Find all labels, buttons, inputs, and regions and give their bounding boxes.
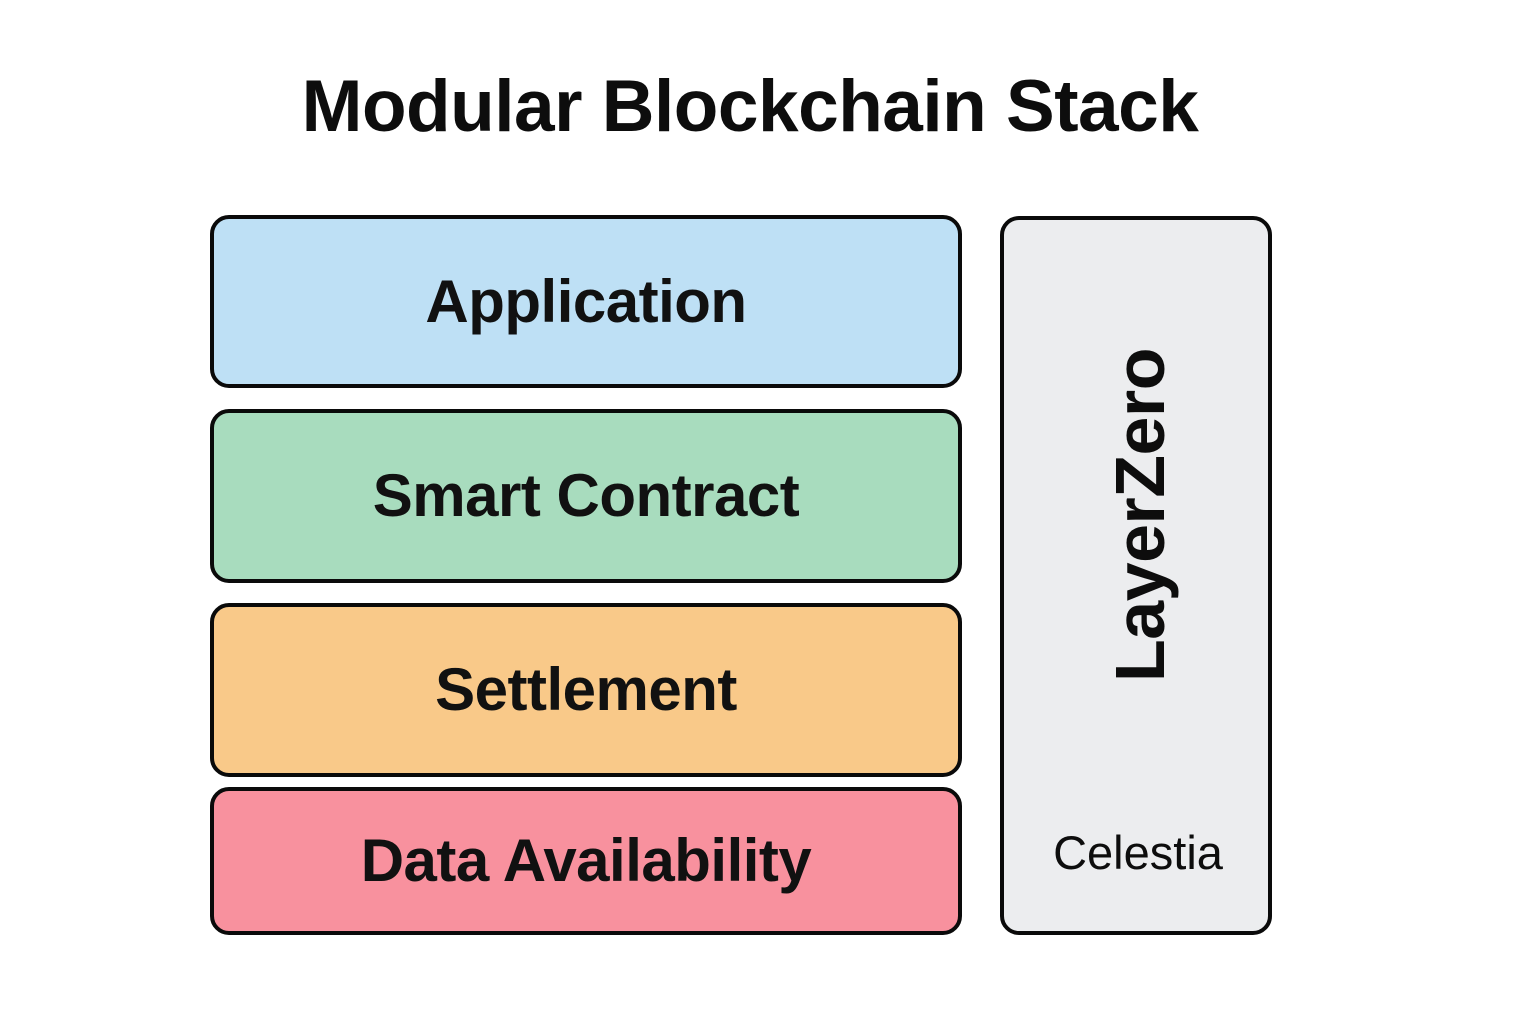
layer-box-data-availability[interactable]: Data Availability (210, 787, 962, 935)
side-panel-vertical-wrap: LayerZero (1004, 220, 1268, 810)
layer-label-application: Application (425, 267, 747, 335)
layer-box-settlement[interactable]: Settlement (210, 603, 962, 777)
layer-box-smart-contract[interactable]: Smart Contract (210, 409, 962, 583)
page-title: Modular Blockchain Stack (301, 66, 1199, 147)
side-panel-vertical-label: LayerZero (1101, 348, 1180, 682)
side-panel-bottom-label: Celestia (1053, 826, 1223, 879)
layer-label-data-availability: Data Availability (360, 827, 812, 894)
layer-label-settlement: Settlement (435, 656, 737, 723)
side-panel-layerzero[interactable]: LayerZero Celestia (1000, 216, 1272, 935)
layer-box-application[interactable]: Application (210, 215, 962, 388)
layer-label-smart-contract: Smart Contract (372, 462, 800, 529)
modular-stack-column: Application Smart Contract Settlement Da… (210, 215, 962, 935)
